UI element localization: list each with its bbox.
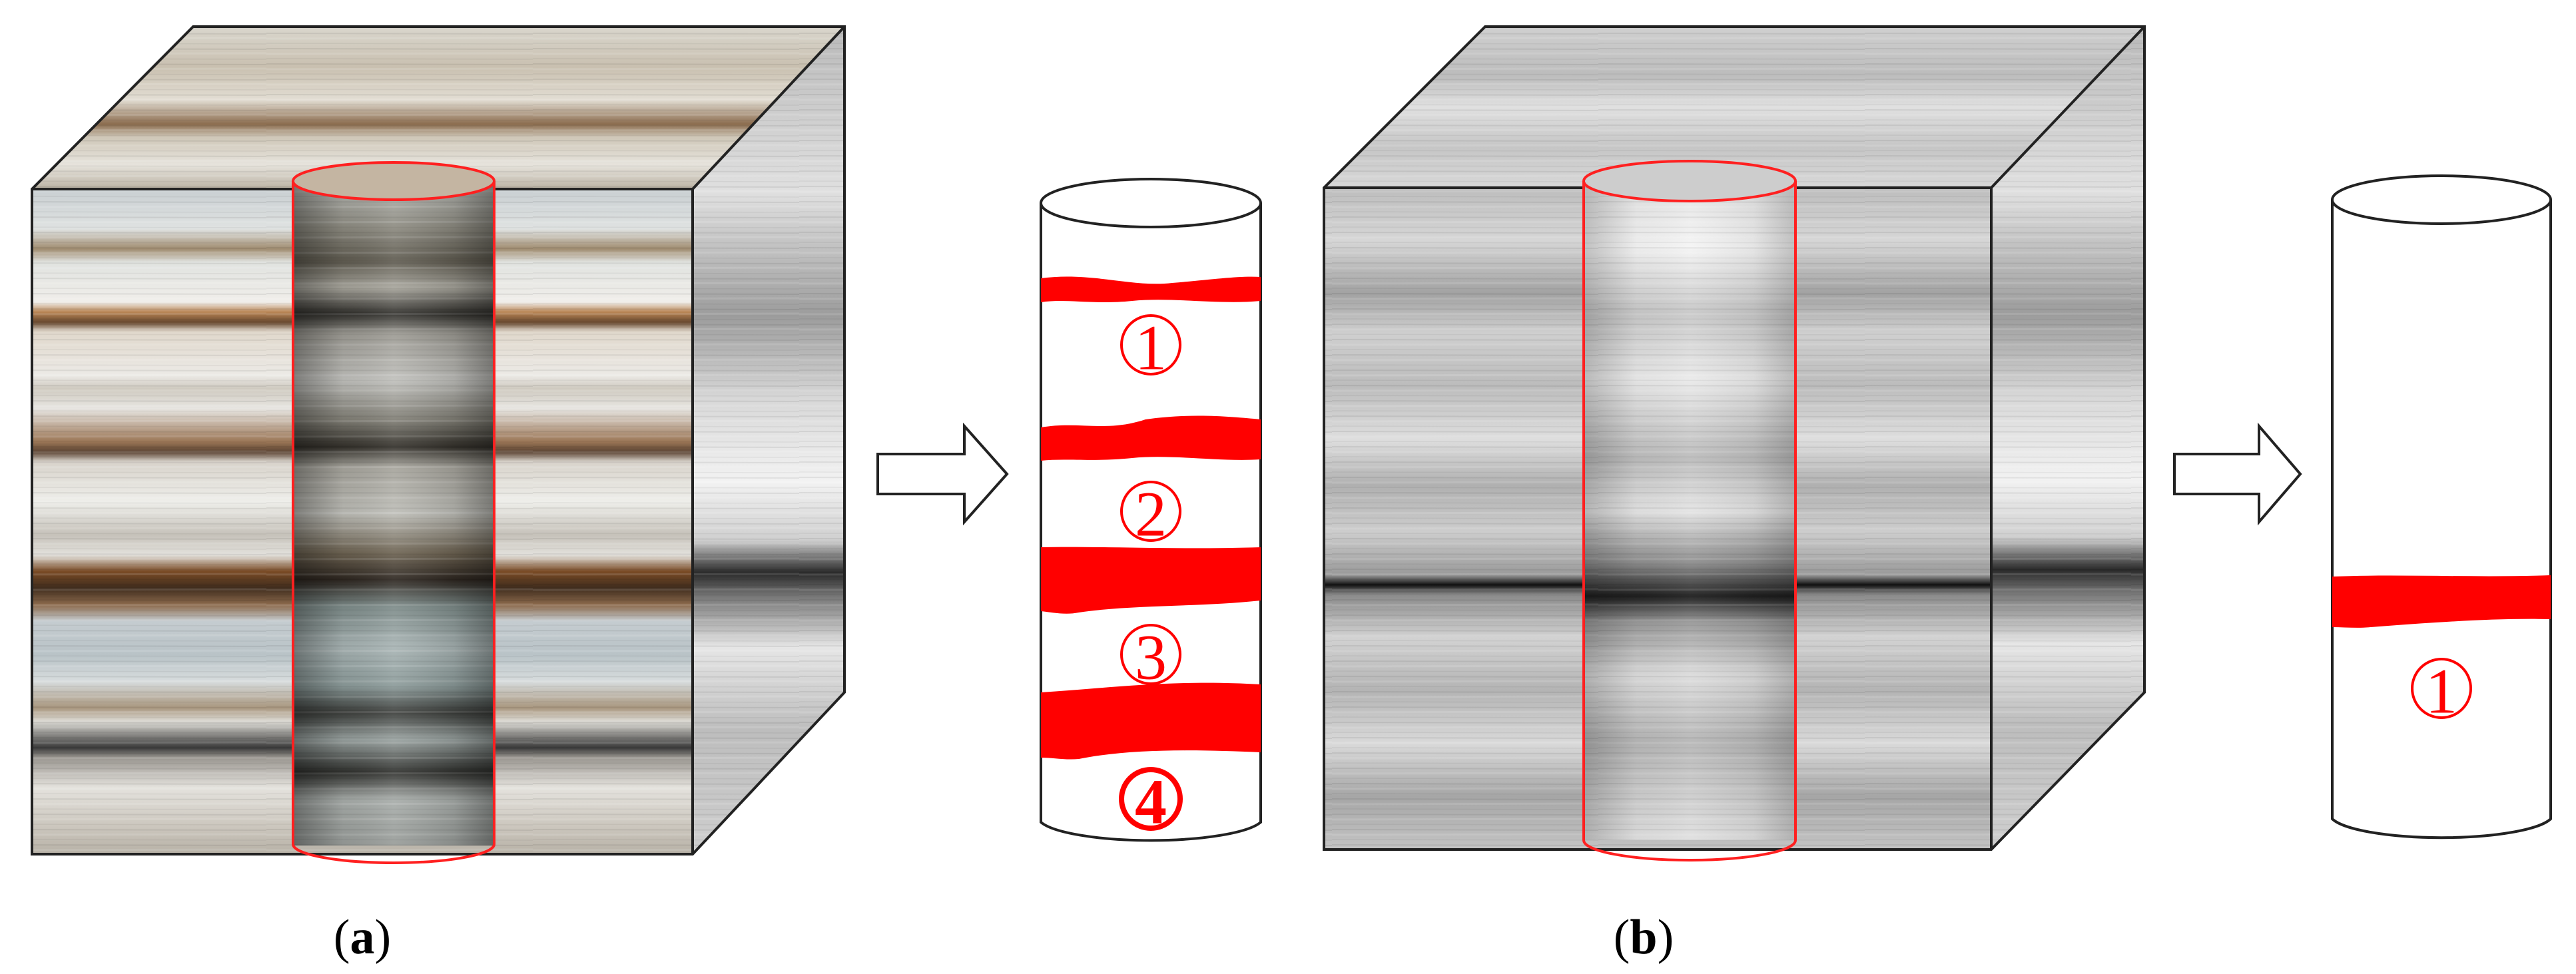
arrow-right-icon [876, 422, 1009, 526]
cylinder-schematic-a: 1 2 3 4 [1040, 178, 1262, 842]
zone-marker: 2 [1120, 479, 1181, 550]
zone-number: 3 [1135, 622, 1167, 693]
fracture-zone-band [1041, 415, 1261, 461]
zone-marker: 3 [1120, 622, 1181, 693]
fracture-zone-band [1041, 276, 1261, 302]
zone-number: 2 [1135, 479, 1167, 550]
fracture-zone-band [2332, 575, 2551, 628]
zone-marker: 1 [2411, 656, 2472, 727]
panel-label-a: (a) [334, 910, 391, 965]
arrow-right-icon [2173, 422, 2302, 526]
zone-number: 1 [1135, 312, 1167, 383]
zone-number: 1 [2425, 656, 2457, 727]
zone-number: 4 [1135, 766, 1167, 838]
fracture-zone-band [1041, 547, 1261, 614]
panel-label-b: (b) [1614, 910, 1674, 965]
core-cylinder-color [292, 161, 495, 864]
panel-a: 1 2 3 4 (a) [31, 25, 1262, 965]
panel-b: 1 (b) [1323, 25, 2552, 965]
zone-marker: 4 [1119, 766, 1183, 838]
zone-marker: 1 [1120, 312, 1181, 383]
core-cylinder-grayscale [1582, 160, 1797, 861]
fracture-zone-band [1041, 682, 1261, 760]
cylinder-schematic-b: 1 [2331, 174, 2552, 840]
